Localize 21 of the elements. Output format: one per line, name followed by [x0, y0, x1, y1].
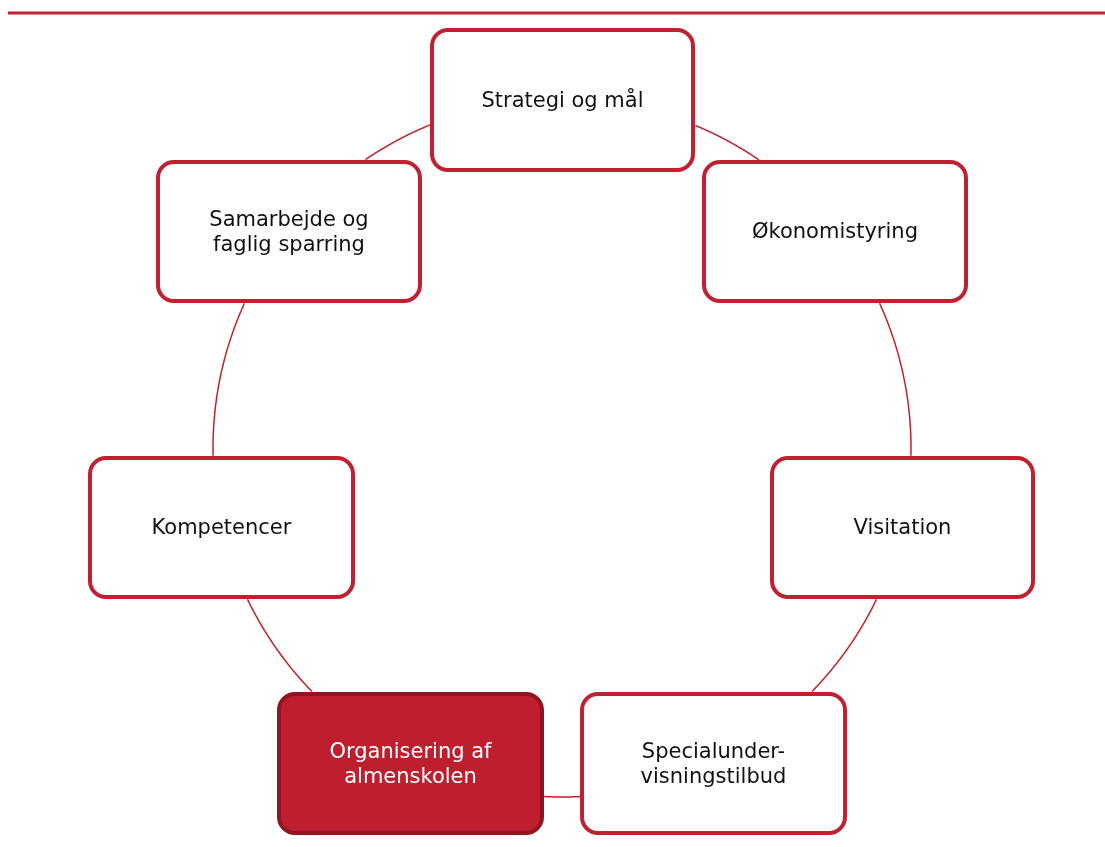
topic-box: [770, 456, 1035, 599]
connector-arc: [543, 795, 581, 798]
box-label: Samarbejde og faglig sparring: [208, 207, 370, 256]
box-label: Økonomistyring: [752, 219, 918, 244]
connector-arc: [811, 598, 878, 693]
topic-box: [156, 160, 422, 303]
box-label: Kompetencer: [151, 515, 292, 540]
connector-arc: [246, 598, 313, 693]
topic-box: [430, 28, 695, 172]
connector-arc: [878, 302, 912, 457]
topic-box: [702, 160, 968, 303]
connector-arc: [694, 124, 760, 161]
box-label: Organisering af almenskolen: [328, 739, 493, 788]
connector-arc: [212, 302, 246, 457]
box-label: Strategi og mål: [481, 87, 644, 113]
topic-box: [88, 456, 355, 599]
box-label: Specialunder- visningstilbud: [639, 739, 788, 788]
topic-box: [580, 692, 847, 835]
box-label: Visitation: [853, 515, 952, 540]
highlighted-box: [277, 692, 544, 835]
connector-arc: [364, 124, 431, 161]
